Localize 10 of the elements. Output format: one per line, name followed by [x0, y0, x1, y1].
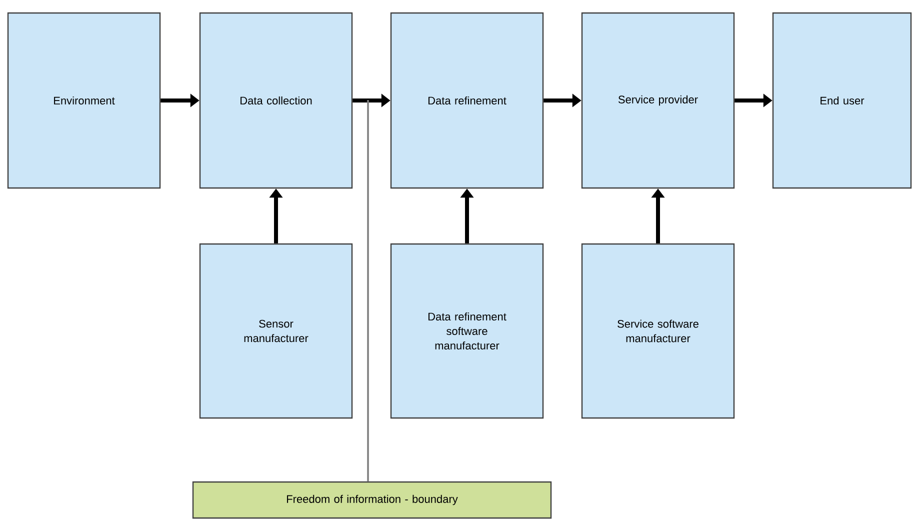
- process-box: Service software manufacturer: [581, 243, 735, 419]
- process-box: Data collection: [199, 12, 353, 189]
- process-box: Sensor manufacturer: [199, 243, 353, 419]
- process-box: End user: [772, 12, 912, 189]
- leader-line: [367, 100, 369, 482]
- process-box: Data refinement: [390, 12, 544, 189]
- process-box: Service provider: [581, 12, 735, 189]
- process-box: Environment: [7, 12, 161, 189]
- process-box: Data refinement software manufacturer: [390, 243, 544, 419]
- boundary-label-box: Freedom of information - boundary: [192, 481, 552, 519]
